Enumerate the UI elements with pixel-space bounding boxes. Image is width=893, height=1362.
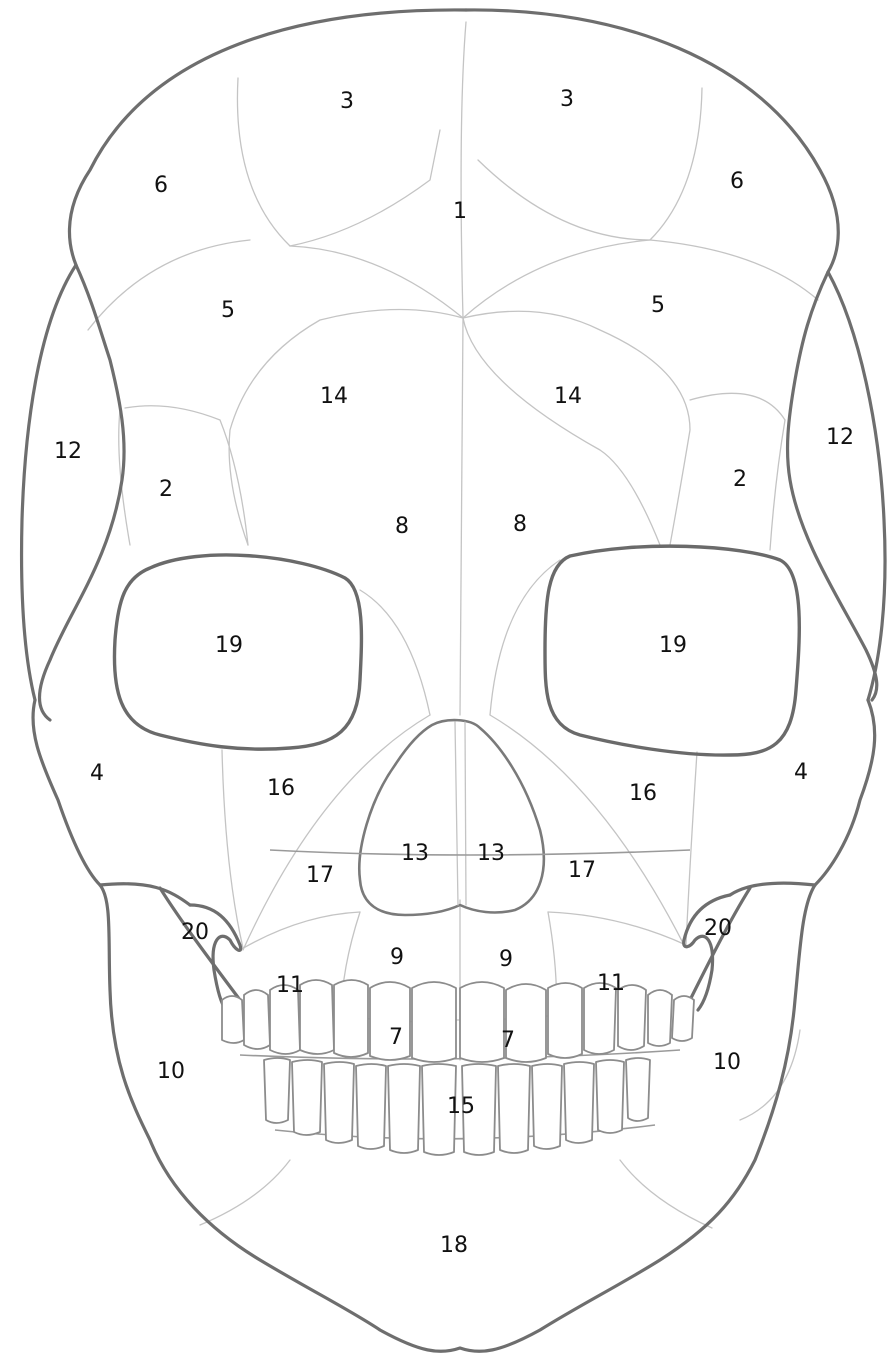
region-label: 19 — [215, 633, 243, 658]
region-label: 5 — [651, 293, 665, 318]
region-label: 6 — [154, 173, 168, 198]
region-label: 11 — [597, 971, 625, 996]
region-label: 14 — [554, 384, 582, 409]
region-label: 18 — [440, 1233, 468, 1258]
region-label: 1 — [453, 199, 467, 224]
cheekbone-right — [730, 883, 815, 895]
ramus-right — [690, 888, 750, 1000]
region-label: 19 — [659, 633, 687, 658]
region-label: 13 — [477, 841, 505, 866]
lateral-wall-left — [22, 265, 76, 700]
region-label: 12 — [826, 425, 854, 450]
region-label: 9 — [499, 947, 513, 972]
region-label: 15 — [447, 1094, 475, 1119]
region-label: 7 — [501, 1028, 515, 1053]
lateral-wall-right — [828, 272, 885, 700]
region-label: 6 — [730, 169, 744, 194]
cranium-outline-right — [466, 10, 877, 700]
region-label: 17 — [568, 858, 596, 883]
region-label: 13 — [401, 841, 429, 866]
region-label: 20 — [181, 920, 209, 945]
region-label: 11 — [276, 973, 304, 998]
region-label: 7 — [389, 1025, 403, 1050]
region-label: 8 — [513, 512, 527, 537]
region-label: 3 — [560, 87, 574, 112]
cheekbone-left — [100, 884, 190, 905]
region-label: 2 — [159, 477, 173, 502]
region-label: 14 — [320, 384, 348, 409]
region-label: 17 — [306, 863, 334, 888]
region-label: 16 — [629, 781, 657, 806]
region-label: 9 — [390, 945, 404, 970]
region-label: 3 — [340, 89, 354, 114]
region-label: 12 — [54, 439, 82, 464]
region-label: 10 — [713, 1050, 741, 1075]
cranium-outline — [40, 10, 467, 720]
region-label: 4 — [794, 760, 808, 785]
nasal-cavity — [359, 720, 544, 915]
region-label: 2 — [733, 467, 747, 492]
region-label: 5 — [221, 298, 235, 323]
region-label: 4 — [90, 761, 104, 786]
region-label: 20 — [704, 916, 732, 941]
region-label: 8 — [395, 514, 409, 539]
notch-right — [684, 895, 730, 1010]
region-label: 16 — [267, 776, 295, 801]
region-label: 10 — [157, 1059, 185, 1084]
